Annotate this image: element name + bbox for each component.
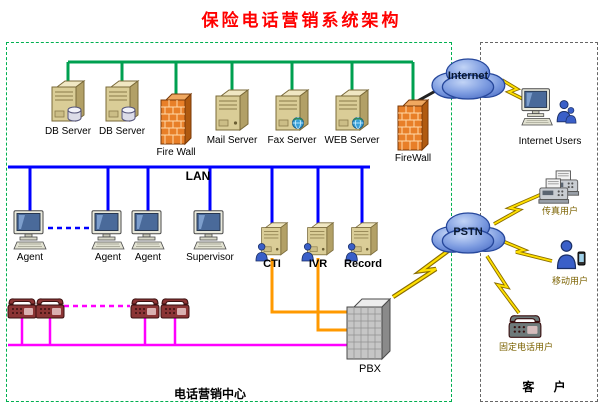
fixed-line-users-label: 固定电话用户 bbox=[498, 342, 553, 352]
ivr-label: IVR bbox=[308, 258, 328, 270]
mobile-users-icon bbox=[556, 240, 586, 270]
supervisor-icon bbox=[193, 210, 227, 250]
agent-2-label: Agent bbox=[94, 252, 122, 263]
agent-1-icon bbox=[13, 210, 47, 250]
mail-server-icon bbox=[215, 89, 249, 131]
db-server-2-icon bbox=[105, 80, 139, 122]
cti-label: CTI bbox=[263, 258, 281, 270]
firewall-1-icon bbox=[160, 93, 192, 145]
fax-server-icon bbox=[275, 89, 309, 131]
fax-users-label: 传真用户 bbox=[541, 206, 578, 216]
firewall-2-label: FireWall bbox=[394, 153, 432, 164]
supervisor-label: Supervisor bbox=[186, 252, 234, 263]
agent-phone-1-icon bbox=[7, 298, 37, 319]
pbx-icon bbox=[346, 298, 391, 360]
fax-users-icon bbox=[538, 170, 580, 204]
agent-phone-2-icon bbox=[35, 298, 65, 319]
pbx-label: PBX bbox=[358, 363, 381, 375]
agent-3-label: Agent bbox=[134, 252, 162, 263]
agent-phone-4-icon bbox=[160, 298, 190, 319]
lan-label: LAN bbox=[185, 169, 211, 183]
db-server-1-label: DB Server bbox=[44, 126, 92, 137]
agent-2-icon bbox=[91, 210, 125, 250]
customer-box-label: 客 户 bbox=[522, 380, 574, 394]
internet-users-icon bbox=[521, 88, 577, 126]
mobile-users-label: 移动用户 bbox=[551, 276, 588, 286]
db-server-2-label: DB Server bbox=[98, 126, 146, 137]
record-label: Record bbox=[344, 258, 382, 270]
pstn-cloud-label: PSTN bbox=[453, 226, 483, 238]
agent-1-label: Agent bbox=[16, 252, 44, 263]
mail-server-label: Mail Server bbox=[206, 135, 258, 146]
agent-3-icon bbox=[131, 210, 165, 250]
center-box-label: 电话营销中心 bbox=[173, 387, 246, 401]
internet-users-label: Internet Users bbox=[518, 136, 582, 147]
page-title: 保险电话营销系统架构 bbox=[201, 11, 402, 30]
fixed-phone-icon bbox=[508, 315, 542, 338]
web-server-label: WEB Server bbox=[324, 135, 380, 146]
web-server-icon bbox=[335, 89, 369, 131]
firewall-2-icon bbox=[397, 99, 429, 151]
firewall-1-label: Fire Wall bbox=[156, 147, 196, 158]
agent-phone-3-icon bbox=[130, 298, 160, 319]
ivr-server-icon bbox=[301, 222, 334, 262]
cti-server-icon bbox=[255, 222, 288, 262]
record-server-icon bbox=[345, 222, 378, 262]
fax-server-label: Fax Server bbox=[267, 135, 317, 146]
internet-cloud-label: Internet bbox=[447, 70, 489, 82]
db-server-1-icon bbox=[51, 80, 85, 122]
